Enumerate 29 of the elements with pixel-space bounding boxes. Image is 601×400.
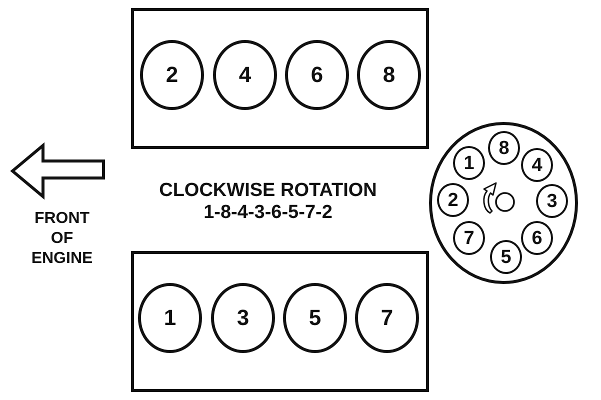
terminal-circle — [437, 183, 469, 217]
terminal-circle — [490, 240, 522, 274]
terminal-number: 5 — [500, 248, 512, 266]
terminal-number: 2 — [448, 190, 458, 210]
terminal-circle — [536, 184, 568, 218]
cylinder-number: 4 — [238, 64, 252, 86]
terminal-circle — [521, 148, 553, 182]
terminal-number: 6 — [532, 228, 542, 248]
terminal-circle — [453, 221, 485, 255]
terminal-number: 8 — [498, 138, 510, 158]
direction-label: FRONT OF ENGINE — [31, 209, 93, 269]
terminal-circle — [521, 221, 553, 255]
terminal-number: 4 — [532, 156, 542, 174]
cylinder-bank — [131, 8, 429, 149]
cylinder-number: 3 — [236, 307, 250, 329]
cylinder-number: 7 — [380, 307, 394, 329]
terminal-number: 3 — [546, 192, 558, 210]
firing-order: 1-8-4-3-6-5-7-2 — [204, 202, 332, 224]
rotation-label: CLOCKWISE ROTATION — [159, 180, 377, 202]
cylinder-number: 1 — [164, 307, 176, 329]
cylinder-number: 5 — [308, 307, 322, 329]
cylinder-number: 8 — [382, 64, 396, 86]
cylinder-number: 6 — [310, 64, 324, 86]
cylinder-number: 2 — [166, 64, 178, 86]
terminal-circle — [453, 146, 485, 180]
cylinder-bank — [131, 251, 429, 392]
terminal-number: 7 — [464, 228, 474, 248]
terminal-number: 1 — [464, 154, 474, 172]
terminal-circle — [488, 131, 520, 165]
